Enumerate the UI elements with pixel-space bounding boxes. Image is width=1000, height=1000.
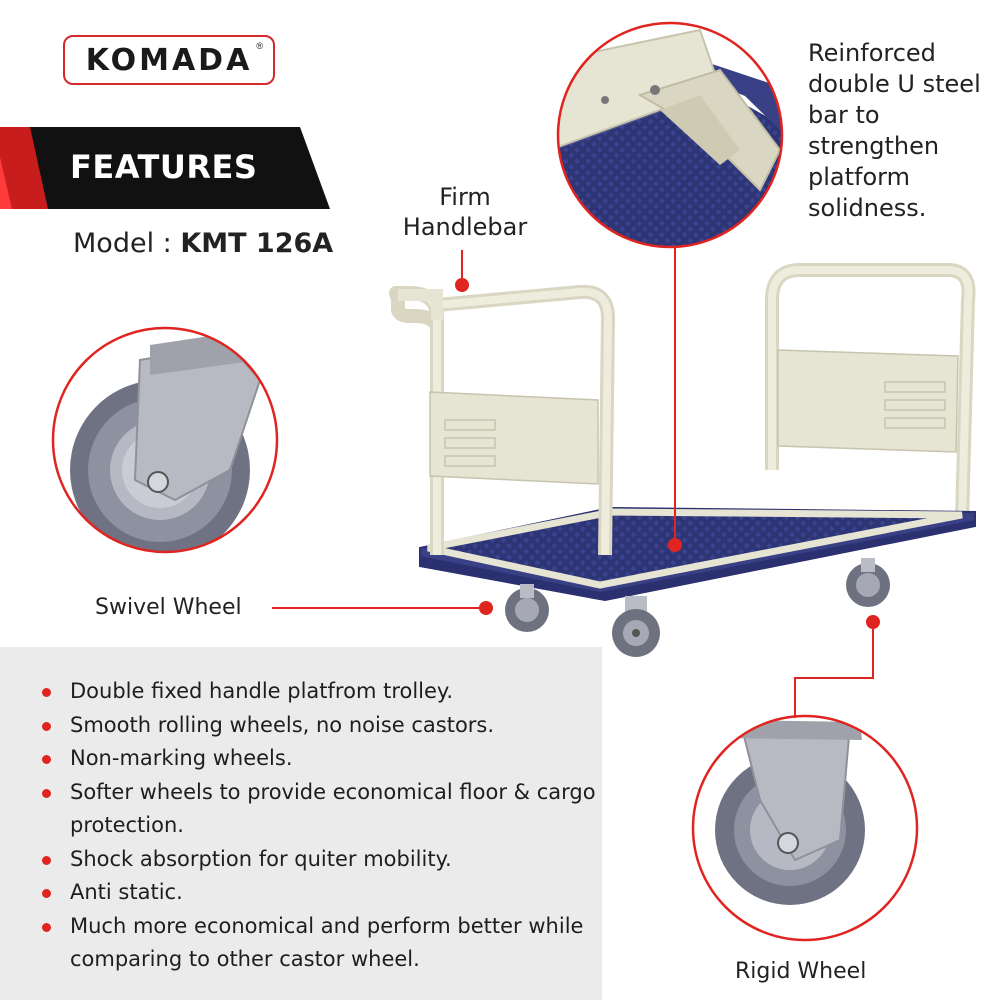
rigid-wheel-detail-circle (691, 714, 919, 942)
model-label: Model : (73, 228, 181, 259)
feature-item: Much more economical and perform better … (38, 910, 598, 977)
model-line: Model : KMT 126A (73, 228, 333, 259)
rigid-wheel-label: Rigid Wheel (735, 959, 867, 984)
platform (419, 506, 976, 602)
front-wheel (612, 596, 660, 657)
registered-mark: ® (256, 41, 263, 51)
reinforced-bar-label: Reinforced double U steel bar to strengt… (808, 39, 981, 222)
firm-handlebar-label: Firm Handlebar (402, 183, 528, 241)
model-value: KMT 126A (180, 228, 334, 259)
feature-list: Double fixed handle platfrom trolley. Sm… (38, 675, 598, 977)
feature-item: Non-marking wheels. (38, 742, 598, 776)
feature-item: Shock absorption for quiter mobility. (38, 843, 598, 877)
feature-box-background (0, 647, 602, 1000)
rear-wheels (505, 558, 890, 632)
callout-dots (455, 278, 880, 629)
u-bar-detail-circle (556, 21, 784, 249)
swivel-wheel-label: Swivel Wheel (95, 595, 242, 620)
feature-item: Anti static. (38, 876, 598, 910)
logo-text: KOMADA (85, 42, 253, 78)
feature-item: Double fixed handle platfrom trolley. (38, 675, 598, 709)
features-banner (0, 127, 330, 209)
rear-handle (765, 263, 976, 521)
brand-logo: KOMADA ® (63, 35, 275, 85)
front-handle (389, 284, 615, 556)
trolley-image (389, 263, 976, 657)
feature-item: Smooth rolling wheels, no noise castors. (38, 709, 598, 743)
swivel-wheel-detail-circle (51, 326, 279, 554)
feature-item: Softer wheels to provide economical floo… (38, 776, 598, 843)
features-title: FEATURES (70, 148, 258, 186)
